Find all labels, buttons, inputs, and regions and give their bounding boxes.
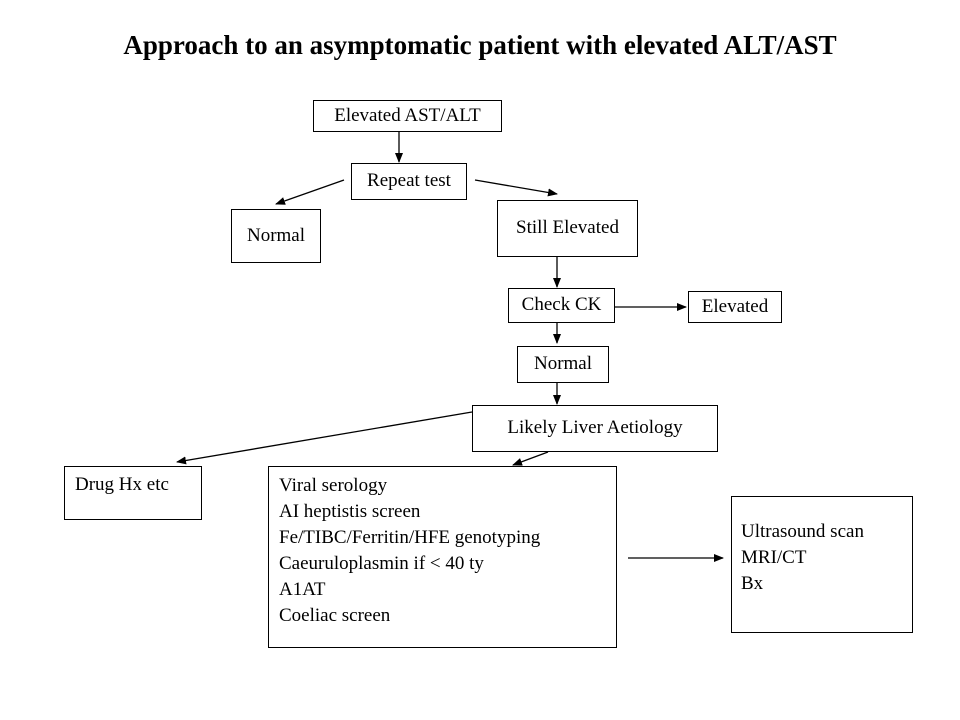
node-label: Drug Hx etc (75, 474, 169, 495)
investigation-item: Fe/TIBC/Ferritin/HFE genotyping (279, 527, 541, 548)
node-label: Elevated AST/ALT (334, 104, 481, 126)
imaging-item: Ultrasound scan (741, 521, 864, 542)
node-normal-repeat: Normal (231, 209, 321, 263)
arrow-liver-to-drug-hx (176, 411, 473, 465)
node-drug-hx: Drug Hx etc (64, 466, 202, 520)
node-label: Normal (246, 224, 306, 246)
investigation-item: AI heptistis screen (279, 501, 421, 522)
node-elevated-ast-alt: Elevated AST/ALT (313, 100, 502, 132)
investigation-item: A1AT (279, 579, 326, 600)
node-still-elevated: Still Elevated (497, 200, 638, 257)
node-check-ck: Check CK (508, 288, 615, 323)
node-likely-liver-aetiology: Likely Liver Aetiology (472, 405, 718, 452)
arrow-repeat-to-still-elevated (474, 179, 558, 197)
imaging-item: MRI/CT (741, 547, 807, 568)
investigation-item: Caeuruloplasmin if < 40 ty (279, 553, 484, 574)
node-label: Repeat test (367, 170, 451, 192)
page-title: Approach to an asymptomatic patient with… (123, 30, 837, 60)
node-label: Normal (533, 353, 593, 375)
node-label: Elevated (701, 295, 769, 317)
arrow-repeat-to-normal (275, 179, 345, 205)
node-investigations: Viral serology AI heptistis screen Fe/TI… (268, 466, 617, 648)
node-elevated-ck: Elevated (688, 291, 782, 323)
node-label: Check CK (521, 294, 602, 316)
node-repeat-test: Repeat test (351, 163, 467, 200)
node-label: Likely Liver Aetiology (507, 417, 683, 439)
arrow-liver-to-investigations (512, 451, 549, 466)
imaging-item: Bx (741, 573, 764, 594)
investigation-item: Coeliac screen (279, 605, 391, 626)
node-imaging: Ultrasound scan MRI/CT Bx (731, 496, 913, 633)
node-normal-ck: Normal (517, 346, 609, 383)
investigation-item: Viral serology (279, 475, 388, 496)
node-label: Still Elevated (516, 217, 619, 239)
